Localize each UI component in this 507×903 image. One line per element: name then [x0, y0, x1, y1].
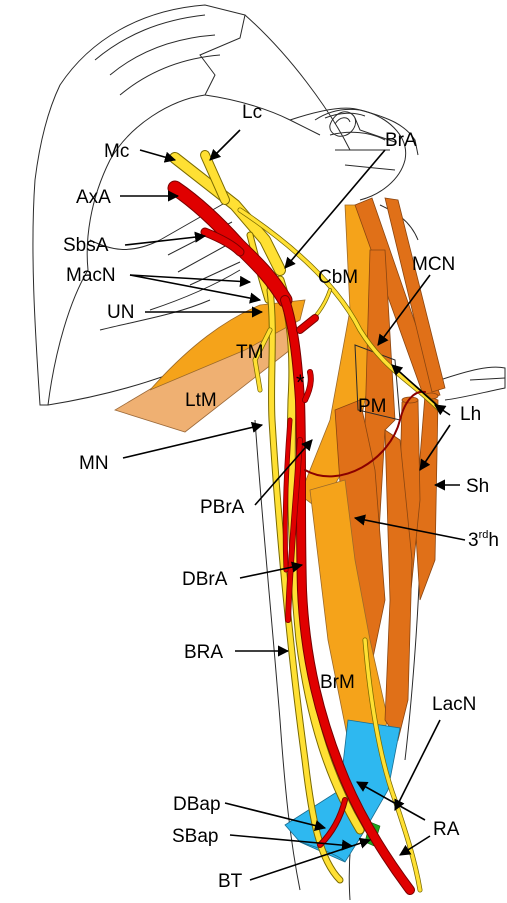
label-3rdh: 3rdh: [468, 529, 499, 551]
arrow-LacN: [395, 720, 440, 810]
label-Lh: Lh: [460, 404, 481, 425]
label-BRA: BRA: [184, 642, 223, 663]
label-Mc: Mc: [104, 141, 129, 162]
label-AxA: AxA: [76, 187, 111, 208]
label-Lc: Lc: [242, 102, 262, 123]
arrow-RA-2: [400, 836, 430, 855]
label-SbsA: SbsA: [63, 235, 109, 256]
label-PBrA: PBrA: [200, 497, 245, 518]
label-LtM: LtM: [185, 390, 217, 411]
label-PM: PM: [358, 396, 387, 417]
label-BrM: BrM: [320, 672, 355, 693]
arrow-Lc: [210, 130, 240, 160]
label-TM: TM: [236, 342, 263, 363]
label-MCN: MCN: [412, 254, 455, 275]
arrow-MN: [123, 425, 262, 458]
label-DBap: DBap: [173, 794, 221, 815]
label-Sh: Sh: [466, 476, 489, 497]
label-BT: BT: [218, 871, 243, 892]
label-asterisk: *: [296, 370, 305, 395]
label-RA: RA: [433, 819, 460, 840]
arrow-Mc: [140, 150, 175, 160]
label-DBrA: DBrA: [182, 569, 228, 590]
label-MN: MN: [79, 453, 109, 474]
label-BrA: BrA: [385, 130, 417, 151]
label-CbM: CbM: [318, 267, 358, 288]
label-MacN: MacN: [66, 265, 116, 286]
label-UN: UN: [107, 302, 134, 323]
label-LacN: LacN: [432, 694, 476, 715]
label-SBap: SBap: [172, 826, 218, 847]
